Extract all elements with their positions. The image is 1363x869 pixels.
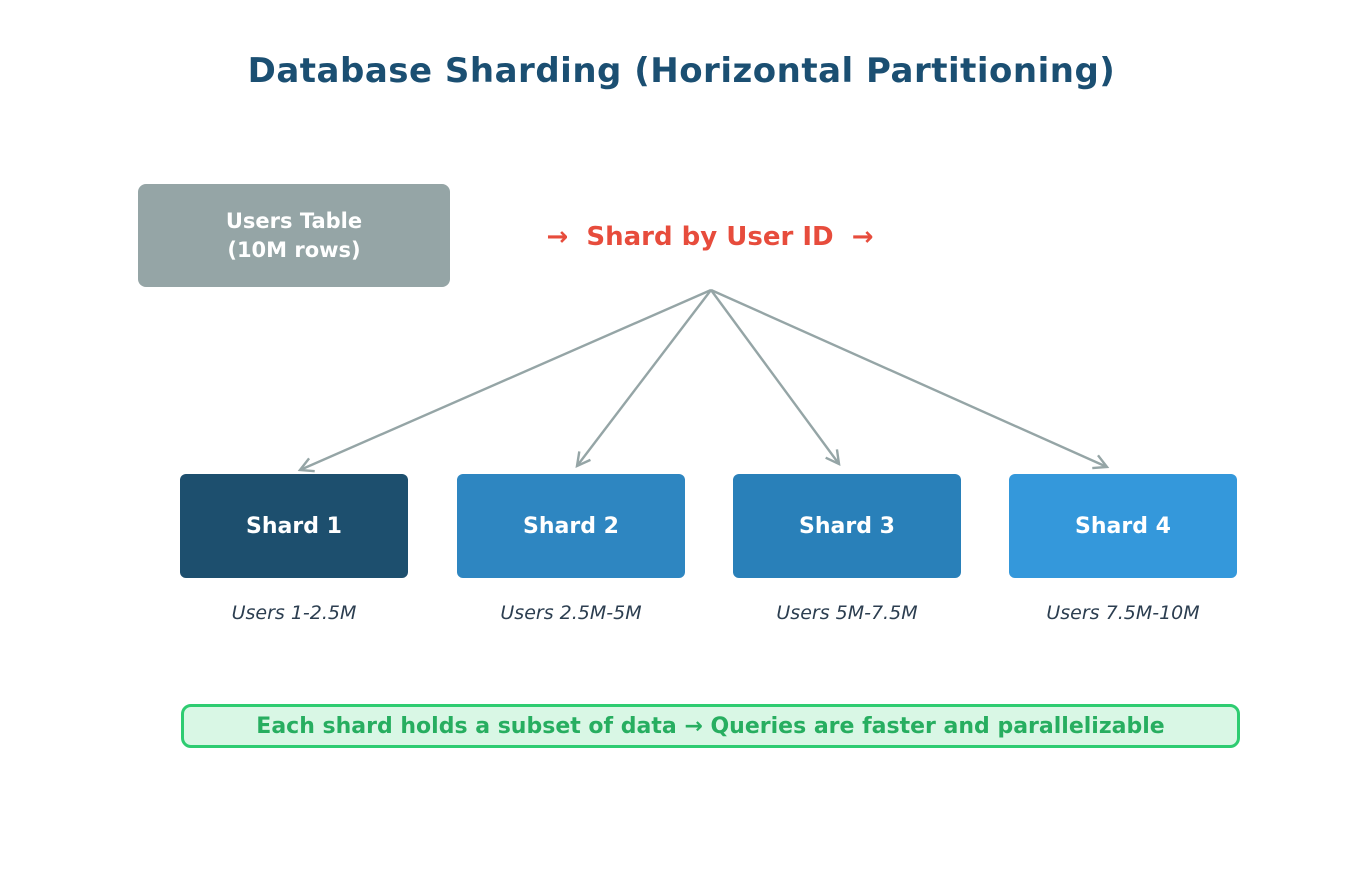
note-box: Each shard holds a subset of data → Quer… (181, 704, 1240, 748)
users-table-label-line2: (10M rows) (227, 237, 361, 262)
shard-1-column: Shard 1 Users 1-2.5M (180, 474, 408, 624)
users-table-label-line1: Users Table (225, 208, 363, 233)
shard-4-column: Shard 4 Users 7.5M-10M (1009, 474, 1237, 624)
shard-1-box: Shard 1 (180, 474, 408, 578)
shard-2-label: Shard 2 (523, 513, 619, 539)
arrow-line (710, 289, 841, 467)
shard-4-range-label: Users 7.5M-10M (1046, 602, 1200, 624)
note-text: Each shard holds a subset of data → Quer… (256, 713, 1165, 739)
arrow-line (297, 288, 712, 473)
shard-1-label: Shard 1 (246, 513, 342, 539)
shard-3-box: Shard 3 (733, 474, 961, 578)
shard-3-label: Shard 3 (799, 513, 895, 539)
shard-2-range-label: Users 2.5M-5M (500, 602, 642, 624)
shard-2-box: Shard 2 (457, 474, 685, 578)
shard-1-range-label: Users 1-2.5M (231, 602, 357, 624)
shard-3-range-label: Users 5M-7.5M (776, 602, 918, 624)
shard-by-user-id-caption: → Shard by User ID → (546, 222, 874, 252)
arrow-line (575, 289, 712, 469)
arrow-line (710, 288, 1110, 470)
shard-4-label: Shard 4 (1075, 513, 1171, 539)
users-table-box: Users Table (10M rows) (138, 184, 450, 287)
shard-3-column: Shard 3 Users 5M-7.5M (733, 474, 961, 624)
page-title: Database Sharding (Horizontal Partitioni… (247, 51, 1116, 91)
shard-2-column: Shard 2 Users 2.5M-5M (457, 474, 685, 624)
shard-4-box: Shard 4 (1009, 474, 1237, 578)
